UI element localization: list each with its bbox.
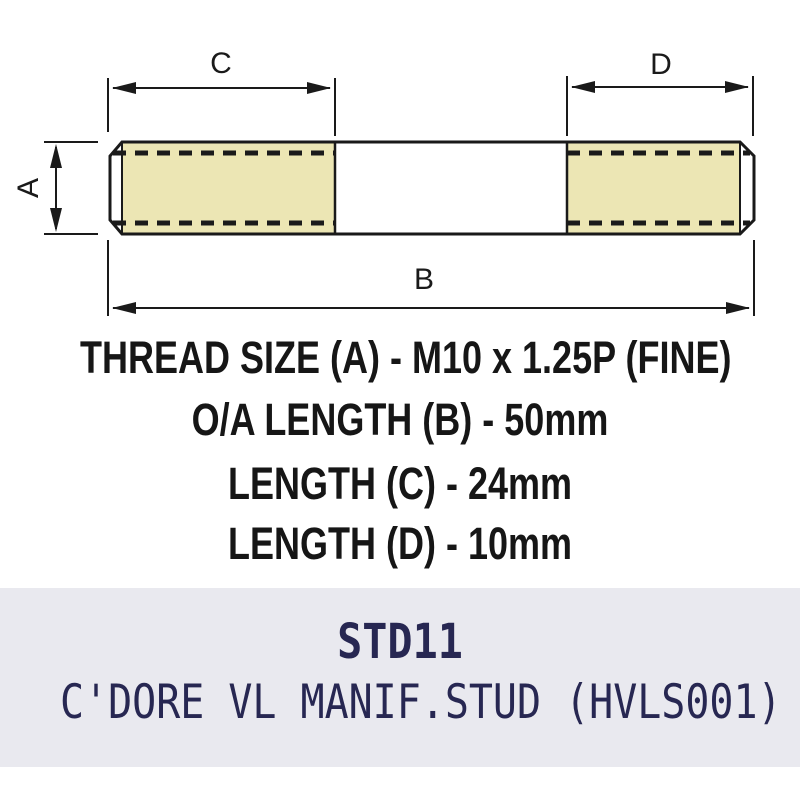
section-separators — [333, 142, 569, 234]
spec-length-c: LENGTH (C) - 24mm — [227, 458, 573, 509]
dimension-b: B — [107, 240, 755, 316]
dimension-d: D — [566, 48, 754, 136]
stud-diagram: C D A B — [12, 47, 756, 316]
dim-label-c: C — [210, 47, 232, 80]
spec-oa-length: O/A LENGTH (B) - 50mm — [191, 394, 609, 445]
spec-length-d: LENGTH (D) - 10mm — [227, 518, 573, 569]
part-code: STD11 — [337, 614, 463, 670]
part-id-panel: STD11 C'DORE VL MANIF.STUD (HVLS001) — [0, 588, 800, 767]
dimension-c: C — [107, 47, 336, 136]
thread-section-left — [122, 142, 335, 234]
dimension-a: A — [12, 141, 98, 235]
thread-section-right — [567, 142, 740, 234]
stud-outline — [108, 140, 756, 236]
thread-dashes — [113, 150, 750, 226]
dim-label-b: B — [414, 263, 434, 296]
stud-body — [108, 140, 756, 236]
stud-edges — [121, 143, 741, 233]
dim-label-d: D — [650, 48, 672, 81]
spec-thread-size: THREAD SIZE (A) - M10 x 1.25P (FINE) — [80, 332, 732, 383]
part-description: C'DORE VL MANIF.STUD (HVLS001) — [60, 675, 782, 730]
dim-label-a: A — [12, 178, 45, 198]
